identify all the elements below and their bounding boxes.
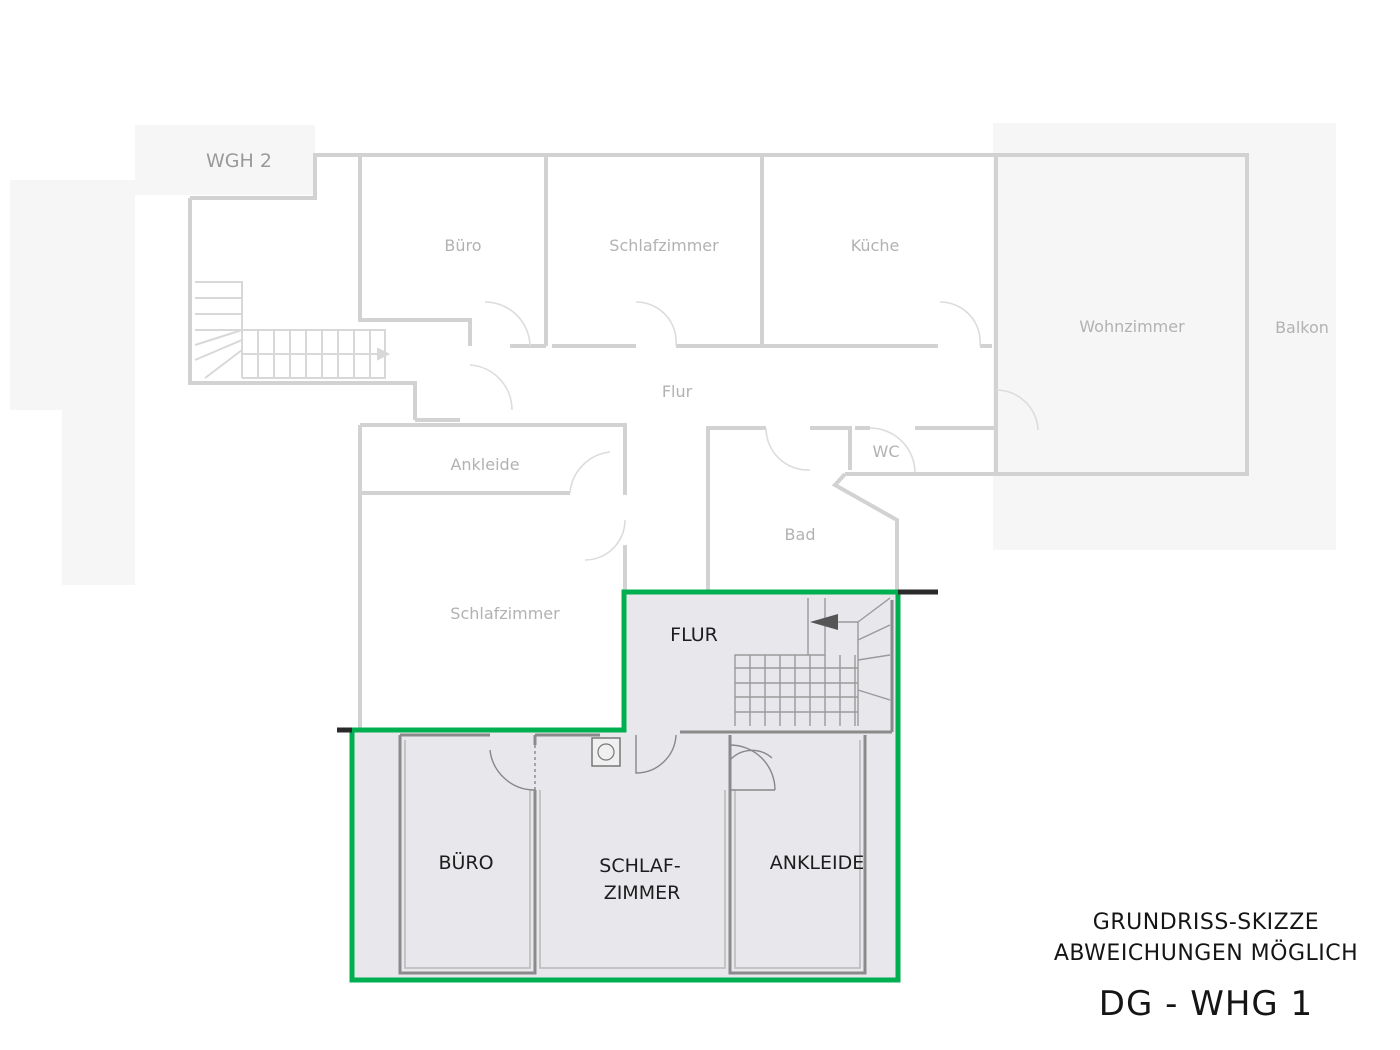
upper-labels: WGH 2 Büro Schlafzimmer Küche Wohnzimmer… [206,150,1329,623]
label-flur-upper: Flur [662,382,693,401]
label-ankleide-unit: ANKLEIDE [770,852,865,874]
lower-staircase [734,597,891,726]
unit-wall-inner-lines [404,740,861,969]
label-balkon: Balkon [1275,318,1329,337]
stair-direction-arrow [810,614,838,630]
background-shading [10,123,1336,585]
unit-door-swings [489,734,776,791]
caption-title: DG - WHG 1 [1098,984,1314,1024]
upper-floor-walls [188,153,1249,730]
label-buero-upper: Büro [444,236,481,255]
unit-interior-walls [398,600,894,975]
label-kueche: Küche [851,236,900,255]
label-flur-unit: FLUR [670,624,718,646]
caption-sketch: GRUNDRISS-SKIZZE [1092,910,1320,935]
chimney-box [591,737,621,767]
highlighted-unit [337,589,938,983]
upper-staircase [194,281,391,379]
label-wohnzimmer: Wohnzimmer [1079,317,1185,336]
label-schlafzimmer-upper: Schlafzimmer [609,236,719,255]
label-bad: Bad [785,525,816,544]
unit-wall-stubs [337,589,938,733]
unit-fill [352,592,898,980]
caption-disclaimer: ABWEICHUNGEN MÖGLICH [1053,941,1359,966]
label-schlafzimmer-lower: Schlafzimmer [450,604,560,623]
unit-labels: FLUR BÜRO SCHLAF- ZIMMER ANKLEIDE [438,624,864,904]
label-schlaf-line2: ZIMMER [604,882,681,904]
label-buero-unit: BÜRO [438,851,493,874]
label-schlaf-line1: SCHLAF- [599,855,680,877]
upper-door-swings [469,301,1039,561]
label-ankleide-upper: Ankleide [450,455,519,474]
label-wgh2: WGH 2 [206,150,272,172]
chimney-circle [597,743,615,761]
label-wc: WC [873,442,900,461]
